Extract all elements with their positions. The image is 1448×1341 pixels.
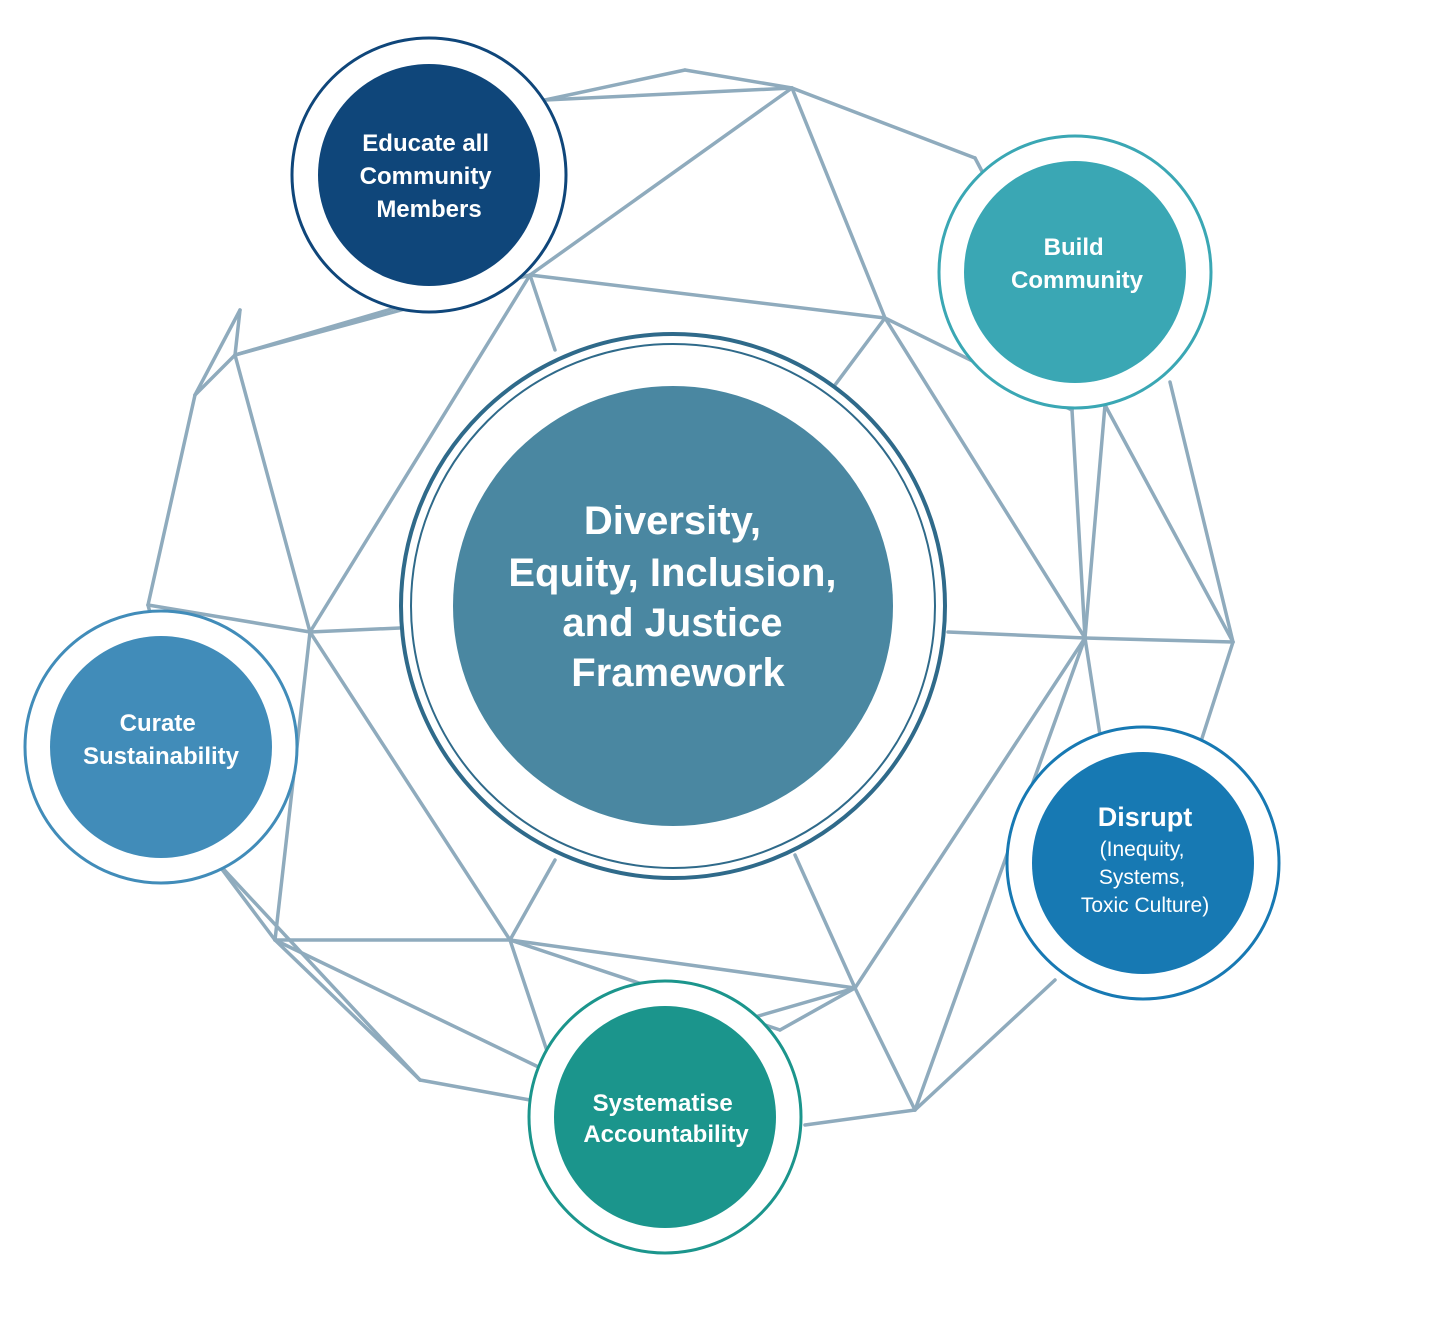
mesh-edge [790,86,977,160]
node-disrupt-fill [1032,752,1254,974]
mesh-edge [1168,380,1235,644]
mesh-edge [273,938,557,1077]
mesh-edge [528,86,794,277]
node-curate: Curate Sustainability [23,609,299,885]
node-educate: Educate all Community Members [290,36,568,314]
mesh-edge [1083,636,1102,737]
mesh-edge [508,858,557,942]
mesh-edge [803,1108,917,1127]
mesh-edge [1083,636,1235,644]
mesh-edge [1083,403,1107,640]
mesh-edge [308,626,402,634]
node-curate-label: Curate Sustainability [83,710,240,770]
mesh-edge [233,308,242,357]
mesh-edge [308,630,512,942]
mesh-edge [853,986,917,1112]
mesh-edge [793,853,857,990]
mesh-edge [213,858,422,1082]
mesh-edge [308,273,532,634]
mesh-edge [146,393,197,607]
mesh-edge [913,636,1087,1112]
node-educate-fill [318,64,540,286]
mesh-edge [233,353,312,634]
node-systematise-label: Systematise Accountability [583,1090,749,1148]
node-educate-label: Educate all Community Members [360,130,499,223]
mesh-edge [146,603,312,634]
node-curate-fill [50,636,272,858]
center-node-fill [453,386,893,826]
center-node: Diversity, Equity, Inclusion, and Justic… [399,332,947,880]
node-disrupt-subtitle: (Inequity, Systems, Toxic Culture) [1081,838,1209,917]
node-build-fill [964,161,1186,383]
mesh-edge [418,1078,532,1102]
node-build: Build Community [937,134,1213,410]
mesh-edge [1070,408,1087,640]
node-systematise: Systematise Accountability [527,979,803,1255]
node-disrupt: Disrupt (Inequity, Systems, Toxic Cultur… [1005,725,1281,1001]
mesh-edge [193,308,242,397]
node-systematise-fill [554,1006,776,1228]
node-disrupt-title: Disrupt [1098,802,1193,832]
mesh-edge [193,353,237,397]
mesh-edge [273,938,422,1082]
mesh-edge [913,978,1057,1112]
mesh-edge [790,86,887,320]
mesh-edge [233,306,397,357]
mesh-edge [883,316,1087,640]
mesh-edge [543,86,794,102]
mesh-edge [213,858,277,942]
mesh-edge [946,630,1087,640]
mesh-edge [528,273,887,320]
mesh-edge [853,636,1087,990]
mesh-edge [683,68,794,90]
mesh-edge [778,986,857,1032]
mesh-edge [508,938,857,990]
mesh-edge [528,273,557,352]
node-build-label: Build Community [1011,234,1144,294]
mesh-edge [833,316,887,387]
center-node-title: Diversity, Equity, Inclusion, and Justic… [508,499,847,695]
mesh-edge [1103,403,1235,644]
mesh-edge [543,68,687,102]
